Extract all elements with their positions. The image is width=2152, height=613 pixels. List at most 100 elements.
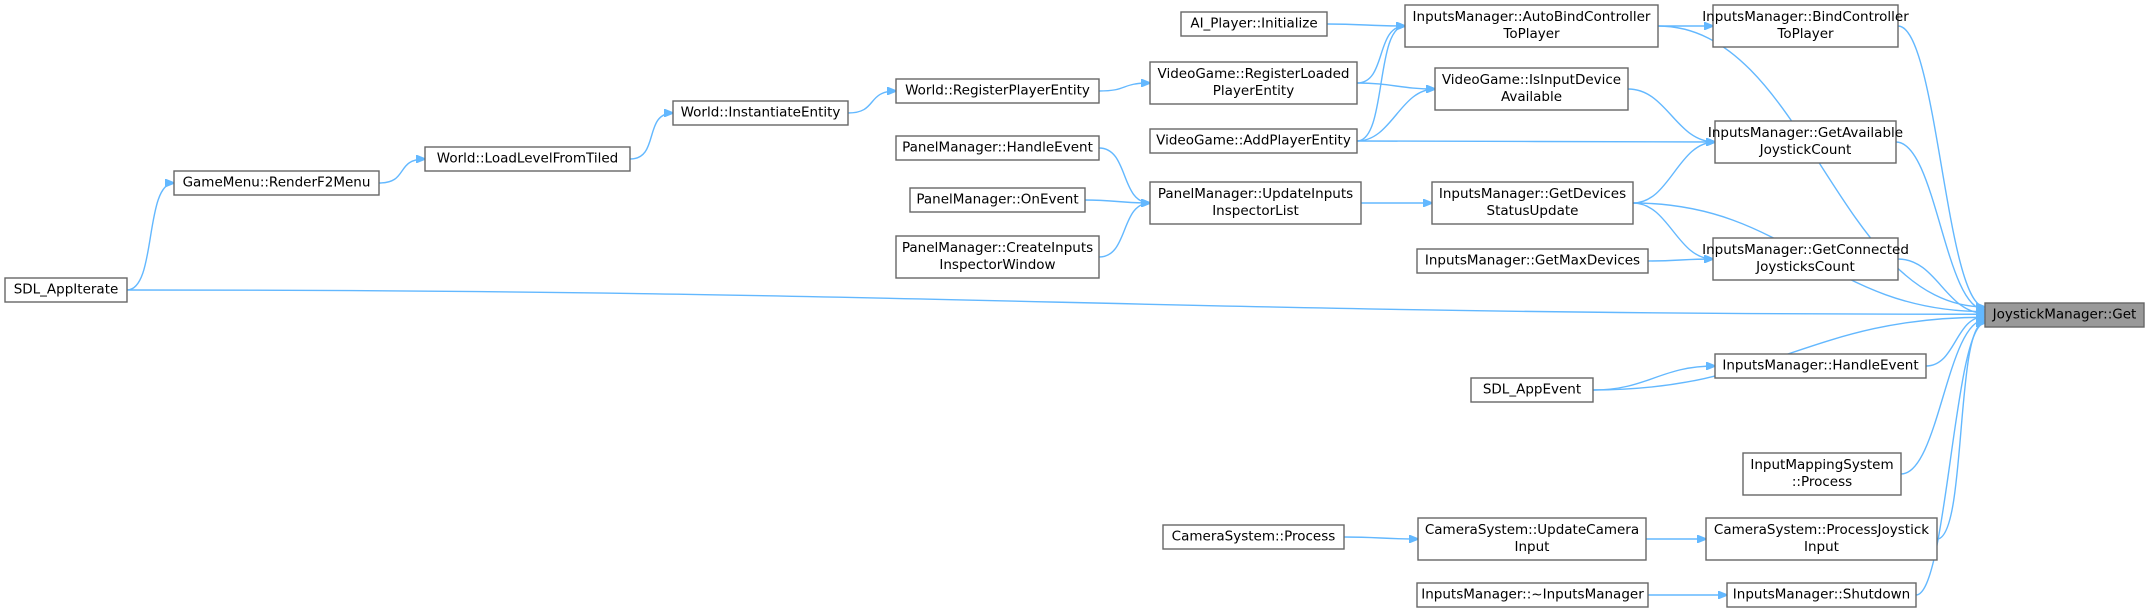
edge-videogame-registerloadedplayerentity-to-inputsmanager-autobindcontrollertoplayer xyxy=(1356,26,1405,84)
edge-videogame-registerloadedplayerentity-to-videogame-isinputdeviceavailable xyxy=(1356,82,1435,89)
edge-videogame-isinputdeviceavailable-to-inputsmanager-getavailablejoystickcount xyxy=(1627,88,1715,142)
node-sdl-appevent[interactable]: SDL_AppEvent xyxy=(1470,377,1594,403)
node-label: InputsManager::BindController xyxy=(1702,9,1909,25)
edge-videogame-addplayerentity-to-inputsmanager-autobindcontrollertoplayer xyxy=(1356,26,1405,142)
node-inputsmanager-handleevent[interactable]: InputsManager::HandleEvent xyxy=(1714,353,1927,379)
node-world-loadlevelfromtiled[interactable]: World::LoadLevelFromTiled xyxy=(424,146,631,172)
node-inputmappingsystem-process[interactable]: InputMappingSystem::Process xyxy=(1742,452,1902,496)
node-label: Input xyxy=(1804,539,1839,555)
edge-inputsmanager-getconnectedjoystickscount-to-joystickmanager-get xyxy=(1897,258,1985,313)
node-label: InputMappingSystem xyxy=(1750,457,1893,473)
node-box xyxy=(1714,120,1897,164)
edge-world-instantiateentity-to-world-registerplayerentity xyxy=(847,91,896,114)
node-label: Available xyxy=(1501,89,1562,105)
node-label: VideoGame::RegisterLoaded xyxy=(1158,66,1350,82)
node-label: JoystickCount xyxy=(1759,142,1852,158)
node-box xyxy=(173,170,380,196)
node-label: StatusUpdate xyxy=(1487,203,1579,219)
node-label: VideoGame::AddPlayerEntity xyxy=(1156,133,1351,149)
edge-ai-player-initialize-to-inputsmanager-autobindcontrollertoplayer xyxy=(1326,24,1405,26)
edge-camerasystem-process-to-camerasystem-updatecamerainput xyxy=(1343,537,1418,539)
node-box xyxy=(424,146,631,172)
node-label: CameraSystem::Process xyxy=(1172,529,1336,545)
node-label: ToPlayer xyxy=(1502,26,1560,42)
node-camerasystem-process[interactable]: CameraSystem::Process xyxy=(1162,524,1345,550)
node-inputsmanager-getmaxdevices[interactable]: InputsManager::GetMaxDevices xyxy=(1416,248,1649,274)
edge-sdl-appevent-to-inputsmanager-handleevent xyxy=(1592,366,1715,391)
edge-world-loadlevelfromtiled-to-world-instantiateentity xyxy=(629,113,673,160)
node-videogame-addplayerentity[interactable]: VideoGame::AddPlayerEntity xyxy=(1149,128,1358,154)
node-label: VideoGame::IsInputDevice xyxy=(1442,72,1621,88)
node-box xyxy=(1149,181,1362,225)
node-label: Input xyxy=(1515,539,1550,555)
node-label: InputsManager::GetConnected xyxy=(1702,242,1909,258)
edge-panelmanager-createinputsinspectorwindow-to-panelmanager-updateinputsinspectorlist xyxy=(1098,203,1150,258)
edge-gamemenu-renderf2menu-to-world-loadlevelfromtiled xyxy=(378,159,425,184)
node-box xyxy=(1431,181,1634,225)
node-box xyxy=(4,277,128,303)
node-label: AI_Player::Initialize xyxy=(1190,16,1317,32)
node-panelmanager-createinputsinspectorwindow[interactable]: PanelManager::CreateInputsInspectorWindo… xyxy=(895,235,1100,279)
node-inputsmanager-shutdown[interactable]: InputsManager::Shutdown xyxy=(1726,582,1917,608)
node-box xyxy=(895,235,1100,279)
node-box xyxy=(1742,452,1902,496)
node-label: JoystickManager::Get xyxy=(1992,307,2137,323)
node-label: SDL_AppIterate xyxy=(14,282,119,298)
node-label: JoysticksCount xyxy=(1755,259,1855,275)
node-sdl-appiterate[interactable]: SDL_AppIterate xyxy=(4,277,128,303)
node-label: PanelManager::OnEvent xyxy=(916,192,1078,208)
edge-inputmappingsystem-process-to-joystickmanager-get xyxy=(1900,320,1985,475)
node-inputsmanager-autobindcontrollertoplayer[interactable]: InputsManager::AutoBindControllerToPlaye… xyxy=(1404,4,1659,48)
edge-panelmanager-handleevent-to-panelmanager-updateinputsinspectorlist xyxy=(1098,147,1150,203)
node-box xyxy=(1180,11,1328,37)
edge-inputsmanager-shutdown-to-joystickmanager-get xyxy=(1915,323,1985,596)
node-inputsmanager-getconnectedjoystickscount[interactable]: InputsManager::GetConnectedJoysticksCoun… xyxy=(1702,237,1909,281)
node-ai-player-initialize[interactable]: AI_Player::Initialize xyxy=(1180,11,1328,37)
node-world-instantiateentity[interactable]: World::InstantiateEntity xyxy=(672,100,849,126)
node-label: InputsManager::Shutdown xyxy=(1733,587,1910,603)
node-box xyxy=(895,135,1100,161)
node-joystickmanager-get[interactable]: JoystickManager::Get xyxy=(1984,302,2145,328)
node-label: PanelManager::UpdateInputs xyxy=(1158,186,1353,202)
node-label: World::LoadLevelFromTiled xyxy=(437,151,618,167)
edge-inputsmanager-getdevicesstatusupdate-to-inputsmanager-getavailablejoystickcount xyxy=(1632,142,1715,204)
edges-layer xyxy=(126,24,1985,596)
node-label: InputsManager::~InputsManager xyxy=(1421,587,1644,603)
node-box xyxy=(1712,4,1899,48)
node-box xyxy=(1416,248,1649,274)
node-box xyxy=(1712,237,1899,281)
node-label: World::InstantiateEntity xyxy=(681,105,841,121)
edge-inputsmanager-bindcontrollertoplayer-to-joystickmanager-get xyxy=(1897,25,1985,307)
node-label: CameraSystem::UpdateCamera xyxy=(1425,522,1639,538)
node-label: ToPlayer xyxy=(1776,26,1834,42)
edge-sdl-appiterate-to-gamemenu-renderf2menu xyxy=(126,183,174,291)
node-label: CameraSystem::ProcessJoystick xyxy=(1714,522,1929,538)
node-label: World::RegisterPlayerEntity xyxy=(905,83,1090,99)
node-world-registerplayerentity[interactable]: World::RegisterPlayerEntity xyxy=(895,78,1100,104)
node-label: InputsManager::AutoBindController xyxy=(1413,9,1651,25)
node-panelmanager-handleevent[interactable]: PanelManager::HandleEvent xyxy=(895,135,1100,161)
node-label: InspectorList xyxy=(1212,203,1299,219)
nodes-layer: JoystickManager::Get InputsManager::AutoB… xyxy=(4,4,2145,608)
node-label: InputsManager::HandleEvent xyxy=(1722,358,1918,374)
node-box xyxy=(1417,517,1647,561)
edge-world-registerplayerentity-to-videogame-registerloadedplayerentity xyxy=(1098,83,1150,92)
node-inputsmanager-destructor[interactable]: InputsManager::~InputsManager xyxy=(1416,582,1649,608)
node-label: PanelManager::CreateInputs xyxy=(902,240,1093,256)
edge-videogame-addplayerentity-to-inputsmanager-getavailablejoystickcount xyxy=(1356,141,1715,142)
node-gamemenu-renderf2menu[interactable]: GameMenu::RenderF2Menu xyxy=(173,170,380,196)
edge-inputsmanager-getavailablejoystickcount-to-joystickmanager-get xyxy=(1895,141,1985,310)
node-box xyxy=(1416,582,1649,608)
node-label: GameMenu::RenderF2Menu xyxy=(183,175,371,191)
node-panelmanager-onevent[interactable]: PanelManager::OnEvent xyxy=(909,187,1086,213)
node-box xyxy=(1984,302,2145,328)
